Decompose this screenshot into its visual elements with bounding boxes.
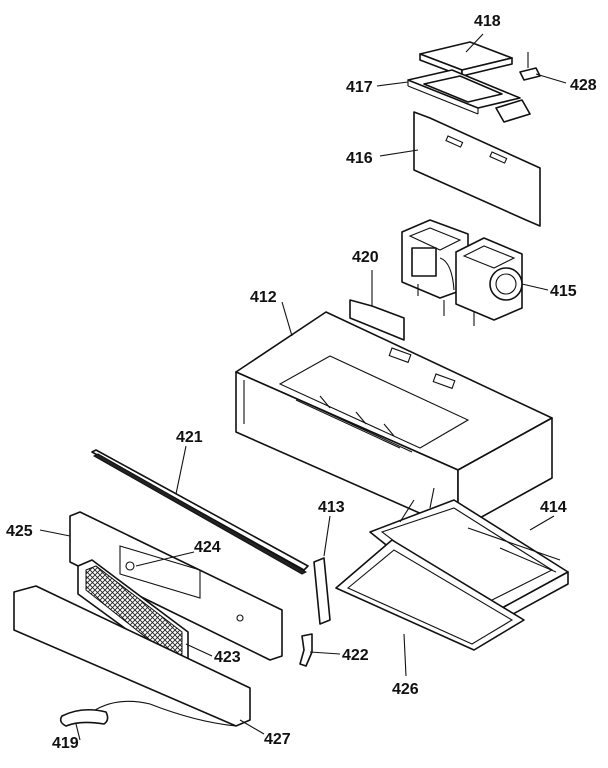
label-422: 422: [342, 647, 369, 664]
label-423: 423: [214, 649, 241, 666]
label-412: 412: [250, 289, 277, 306]
part-426-liner: [335, 539, 525, 651]
leader-lines: [39, 33, 567, 741]
label-416: 416: [346, 150, 373, 167]
part-421-rail: [91, 449, 309, 575]
part-415-blower: [401, 219, 523, 326]
part-417-bracket: [407, 69, 531, 123]
part-422-clip: [299, 633, 313, 667]
part-416-plate: [413, 111, 541, 227]
label-421: 421: [176, 429, 203, 446]
label-420: 420: [352, 249, 379, 266]
part-425-control-panel: [69, 511, 283, 661]
label-428: 428: [570, 77, 597, 94]
part-413-strip: [313, 557, 331, 625]
label-417: 417: [346, 79, 373, 96]
part-419-handle: [59, 708, 109, 727]
part-427-front-trim: [13, 585, 251, 727]
label-427: 427: [264, 731, 291, 748]
label-418: 418: [474, 13, 501, 30]
label-424: 424: [194, 539, 221, 556]
label-413: 413: [318, 499, 345, 516]
label-426: 426: [392, 681, 419, 698]
part-428-clip: [519, 52, 541, 81]
part-418-cover: [419, 41, 513, 77]
label-414: 414: [540, 499, 567, 516]
part-412-housing: [235, 311, 553, 531]
label-415: 415: [550, 283, 577, 300]
label-419: 419: [52, 735, 79, 752]
label-425: 425: [6, 523, 33, 540]
